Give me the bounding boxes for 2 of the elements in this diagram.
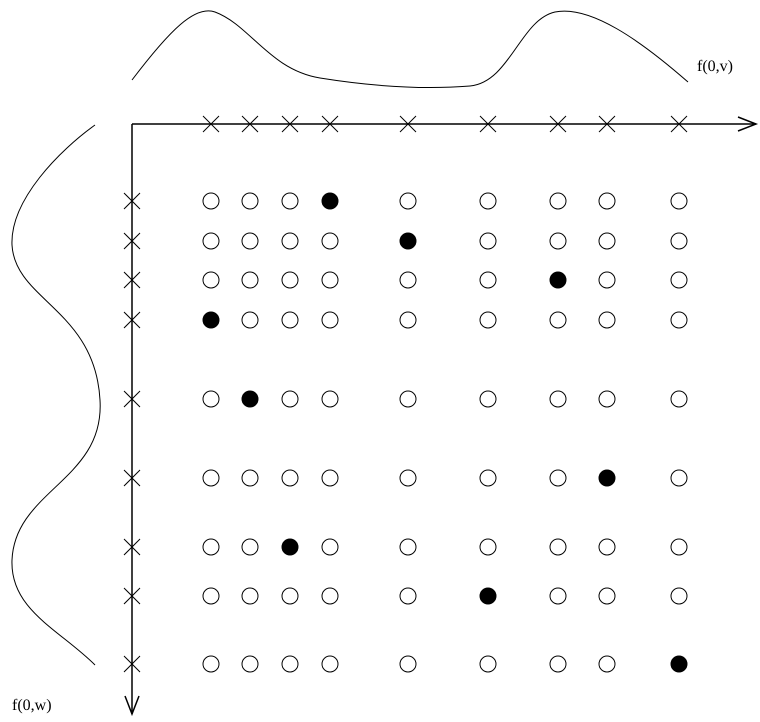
function-label: f(0,v) [697,58,733,76]
function-label: f(0,w) [12,697,52,715]
